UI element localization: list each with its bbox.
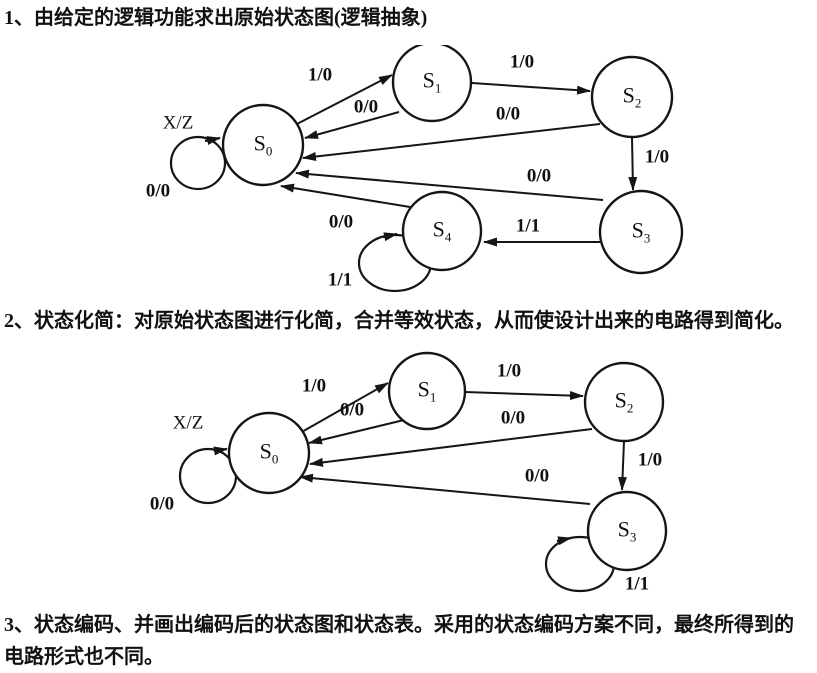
state-node-s1 — [387, 351, 467, 431]
state-node-s2 — [590, 55, 674, 139]
edge-label-s3-s0: 0/0 — [524, 465, 550, 487]
edge-label-s2-s0: 0/0 — [500, 407, 526, 429]
self-loop-s0-arrow — [204, 136, 221, 145]
node-label-s2: S2 — [622, 82, 642, 111]
state-node-s1 — [391, 45, 473, 123]
edge-label-s1-s2: 1/0 — [496, 360, 522, 382]
edge-label-s4-s0: 0/0 — [328, 211, 354, 233]
edge-s2-s3 — [628, 136, 638, 191]
node-label-s3: S3 — [617, 516, 637, 545]
self-loop-s0-arrow — [213, 446, 228, 456]
edge-s4-s0 — [280, 183, 411, 208]
edge-label-s2-s0: 0/0 — [495, 103, 521, 125]
state-node-s3 — [586, 490, 668, 572]
section-1-heading: 1、由给定的逻辑功能求出原始状态图(逻辑抽象) — [4, 2, 427, 34]
node-label-s1: S1 — [417, 376, 437, 405]
self-loop-s0 — [178, 447, 238, 505]
edge-label-s3-s4: 1/1 — [515, 215, 541, 237]
node-label-s4: S4 — [432, 216, 452, 245]
edge-label-s1-s0: 0/0 — [339, 399, 365, 421]
self-loop-s4-arrow — [382, 232, 398, 242]
edge-label-s0-s1: 1/0 — [307, 64, 333, 86]
edge-label-s1-s2: 1/0 — [509, 51, 535, 73]
section-1-heading-text: 1、由给定的逻辑功能求出原始状态图(逻辑抽象) — [4, 7, 428, 29]
node-label-s1: S1 — [422, 67, 442, 96]
edge-label-s0-s1: 1/0 — [301, 375, 327, 397]
node-label-s0: S0 — [253, 130, 273, 159]
self-loop-s3-arrow — [556, 536, 572, 546]
state-node-s0 — [221, 103, 305, 187]
edge-s2-s0 — [309, 428, 593, 467]
edge-label-s2-s3: 1/0 — [637, 449, 663, 471]
section-2-heading-text: 2、状态化简：对原始状态图进行化简，合并等效状态，从而使设计出来的电路得到简化。 — [4, 310, 794, 332]
simplified-state-diagram-canvas — [178, 351, 668, 593]
edge-label-s2-s3: 1/0 — [644, 146, 670, 168]
self-loop-s0 — [169, 135, 227, 191]
original-state-diagram: S0 S1 S2 S3 S4 X/Z 1/0 0/0 1/0 0/0 1/0 0… — [130, 45, 700, 297]
edge-s0-s1 — [299, 382, 389, 434]
section-3-heading-line-1: 3、状态编码、并画出编码后的状态图和状态表。采用的状态编码方案不同，最终所得到的 — [4, 614, 794, 636]
section-3-heading: 3、状态编码、并画出编码后的状态图和状态表。采用的状态编码方案不同，最终所得到的… — [4, 609, 794, 673]
simplified-state-diagram: S0 S1 S2 S3 X/Z 1/0 0/0 1/0 0/0 1/0 0/0 … — [130, 350, 700, 602]
node-label-s0: S0 — [259, 438, 279, 467]
state-node-s3 — [598, 189, 684, 275]
edge-s0-s1 — [294, 74, 393, 126]
state-node-s2 — [583, 361, 665, 443]
edge-label-s3-loop: 1/1 — [624, 573, 650, 595]
edge-label-s3-s0: 0/0 — [526, 165, 552, 187]
edge-label-s0-loop: 0/0 — [149, 493, 175, 515]
edge-label-s1-s0: 0/0 — [353, 96, 379, 118]
state-node-s0 — [227, 411, 311, 495]
edge-s1-s0 — [308, 419, 405, 445]
edge-s1-s2 — [464, 391, 584, 401]
edge-s2-s3 — [618, 440, 628, 491]
edge-s2-s0 — [302, 123, 601, 161]
xz-annotation: X/Z — [162, 112, 194, 134]
node-label-s3: S3 — [631, 217, 651, 246]
node-label-s2: S2 — [614, 387, 634, 416]
section-3-heading-line-2: 电路形式也不同。 — [4, 646, 164, 668]
state-node-s4 — [401, 190, 483, 272]
section-2-heading: 2、状态化简：对原始状态图进行化简，合并等效状态，从而使设计出来的电路得到简化。 — [4, 305, 794, 337]
edge-s3-s0 — [295, 169, 604, 201]
original-state-diagram-canvas — [169, 45, 684, 293]
edge-s1-s0 — [304, 111, 400, 139]
edge-s3-s0 — [299, 473, 591, 505]
edge-label-s0-loop: 0/0 — [145, 180, 171, 202]
xz-annotation: X/Z — [172, 412, 204, 434]
edge-s1-s2 — [471, 82, 591, 95]
edge-label-s4-loop: 1/1 — [327, 269, 353, 291]
